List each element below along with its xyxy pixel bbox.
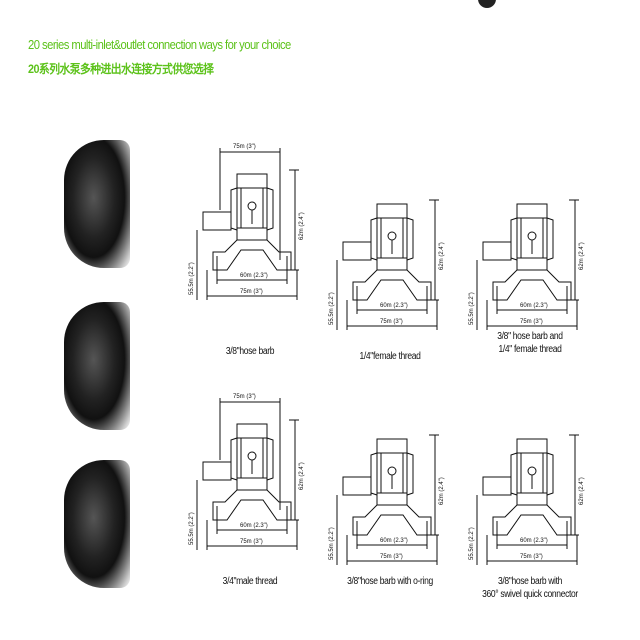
dim-bottom: 75m (3"): [380, 554, 403, 560]
title-english: 20 series multi-inlet&outlet connection …: [28, 38, 291, 52]
option-caption: 3/8"hose barb with 360° swivel quick conn…: [462, 575, 598, 601]
connection-option-4: 75m (3") 62m (2.4") 55.5m (2.2") 60m (2.…: [185, 380, 315, 587]
pump-drawing: 75m (3") 62m (2.4") 55.5m (2.2") 60m (2.…: [189, 394, 305, 550]
dim-right: 62m (2.4"): [579, 477, 585, 505]
pump-drawing: 62m (2.4") 55.5m (2.2") 60m (2.3") 75m (…: [469, 199, 585, 330]
connection-option-6: 62m (2.4") 55.5m (2.2") 60m (2.3") 75m (…: [465, 395, 595, 600]
dim-right: 62m (2.4"): [439, 242, 445, 270]
caption-line: 3/8"hose barb: [225, 346, 275, 357]
caption-line: 360° swivel quick connector: [482, 589, 578, 600]
caption-line: 3/8" hose barb and: [497, 331, 563, 342]
dim-left: 55.5m (2.2"): [469, 292, 475, 325]
pump-drawing: 62m (2.4") 55.5m (2.2") 60m (2.3") 75m (…: [329, 199, 445, 330]
dim-inner: 60m (2.3"): [520, 538, 548, 544]
option-caption: 3/8" hose barb and 1/4" female thread: [462, 330, 598, 356]
dim-right: 62m (2.4"): [299, 462, 305, 490]
dim-inner: 60m (2.3"): [380, 303, 408, 309]
dim-left: 55.5m (2.2"): [329, 292, 335, 325]
dim-top: 75m (3"): [233, 394, 256, 400]
option-caption: 1/4"female thread: [322, 350, 458, 363]
dim-right: 62m (2.4"): [439, 477, 445, 505]
pump-drawing: 62m (2.4") 55.5m (2.2") 60m (2.3") 75m (…: [469, 434, 585, 565]
dim-left: 55.5m (2.2"): [469, 527, 475, 560]
dim-inner: 60m (2.3"): [240, 273, 268, 279]
dim-top: 75m (3"): [233, 144, 256, 150]
caption-line: 1/4"female thread: [359, 351, 421, 362]
caption-line: 1/4" female thread: [498, 344, 562, 355]
pump-drawing: 62m (2.4") 55.5m (2.2") 60m (2.3") 75m (…: [329, 434, 445, 565]
pump-photo-3: [64, 460, 130, 588]
dim-left: 55.5m (2.2"): [189, 262, 195, 295]
dim-bottom: 75m (3"): [520, 319, 543, 325]
dim-inner: 60m (2.3"): [520, 303, 548, 309]
caption-line: 3/8"hose barb with: [497, 576, 562, 587]
connection-option-1: 75m (3") 62m (2.4") 55.5m (2.2") 60m (2.…: [185, 130, 315, 357]
dim-bottom: 75m (3"): [240, 539, 263, 545]
connection-option-3: 62m (2.4") 55.5m (2.2") 60m (2.3") 75m (…: [465, 160, 595, 355]
dim-bottom: 75m (3"): [380, 319, 403, 325]
connection-option-2: 62m (2.4") 55.5m (2.2") 60m (2.3") 75m (…: [325, 160, 455, 362]
top-corner-shape: [478, 0, 496, 8]
dim-inner: 60m (2.3"): [240, 523, 268, 529]
option-caption: 3/4"male thread: [182, 575, 318, 588]
dim-left: 55.5m (2.2"): [189, 512, 195, 545]
dim-right: 62m (2.4"): [299, 212, 305, 240]
pump-drawing: 75m (3") 62m (2.4") 55.5m (2.2") 60m (2.…: [189, 144, 305, 300]
dim-bottom: 75m (3"): [240, 289, 263, 295]
dim-left: 55.5m (2.2"): [329, 527, 335, 560]
option-caption: 3/8"hose barb with o-ring: [322, 575, 458, 588]
pump-photo-2: [64, 302, 130, 430]
dim-inner: 60m (2.3"): [380, 538, 408, 544]
option-caption: 3/8"hose barb: [182, 345, 318, 358]
dim-bottom: 75m (3"): [520, 554, 543, 560]
connection-option-5: 62m (2.4") 55.5m (2.2") 60m (2.3") 75m (…: [322, 395, 458, 588]
pump-photo-1: [64, 140, 130, 268]
dim-right: 62m (2.4"): [579, 242, 585, 270]
caption-line: 3/8"hose barb with o-ring: [347, 576, 433, 587]
caption-line: 3/4"male thread: [222, 576, 278, 587]
title-chinese: 20系列水泵多种进出水连接方式供您选择: [28, 62, 214, 76]
